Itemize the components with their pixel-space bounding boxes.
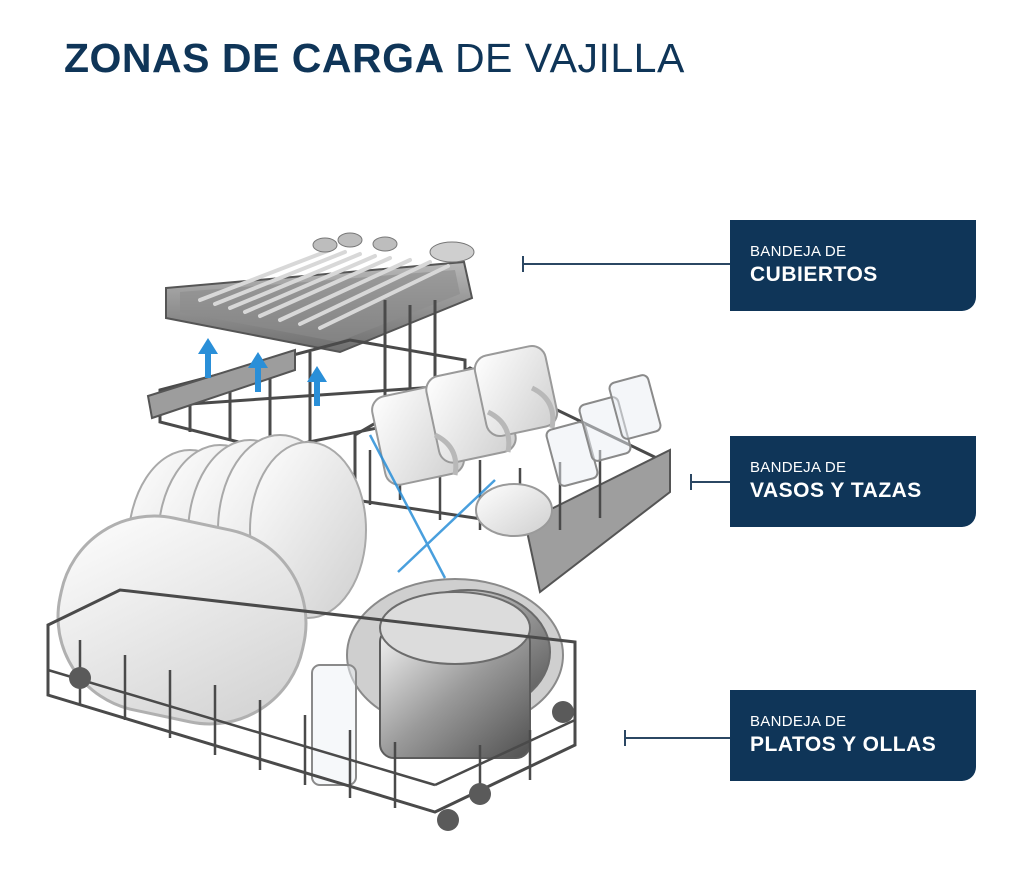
title-bold: ZONAS DE CARGA — [64, 35, 444, 81]
cutlery-tray-icon — [165, 232, 475, 354]
upper-rail-icon — [146, 348, 296, 420]
zone-label-cubiertos: BANDEJA DE CUBIERTOS — [730, 220, 976, 311]
connector-tick — [522, 256, 524, 272]
zone-label-platos-ollas: BANDEJA DE PLATOS Y OLLAS — [730, 690, 976, 781]
connector-line-platos-ollas — [624, 730, 730, 746]
zone-label-main: PLATOS Y OLLAS — [750, 733, 937, 756]
plates-rack-icon — [46, 434, 577, 831]
zone-label-main: VASOS Y TAZAS — [750, 479, 922, 502]
zone-label-pre: BANDEJA DE — [750, 459, 847, 476]
zone-label-pre: BANDEJA DE — [750, 243, 847, 260]
page-title: ZONAS DE CARGA DE VAJILLA — [64, 34, 685, 82]
cups-rack-icon — [353, 345, 671, 594]
zone-label-pre: BANDEJA DE — [750, 713, 847, 730]
zone-label-vasos-tazas: BANDEJA DE VASOS Y TAZAS — [730, 436, 976, 527]
connector-tick — [690, 474, 692, 490]
dishwasher-racks-illustration — [46, 232, 671, 831]
lift-arrow-icons — [198, 338, 327, 406]
connector-line-vasos-tazas — [690, 474, 730, 490]
connector-tick — [624, 730, 626, 746]
connector-line-cubiertos — [522, 256, 730, 272]
title-light: DE VAJILLA — [454, 35, 685, 81]
zone-label-main: CUBIERTOS — [750, 263, 878, 286]
